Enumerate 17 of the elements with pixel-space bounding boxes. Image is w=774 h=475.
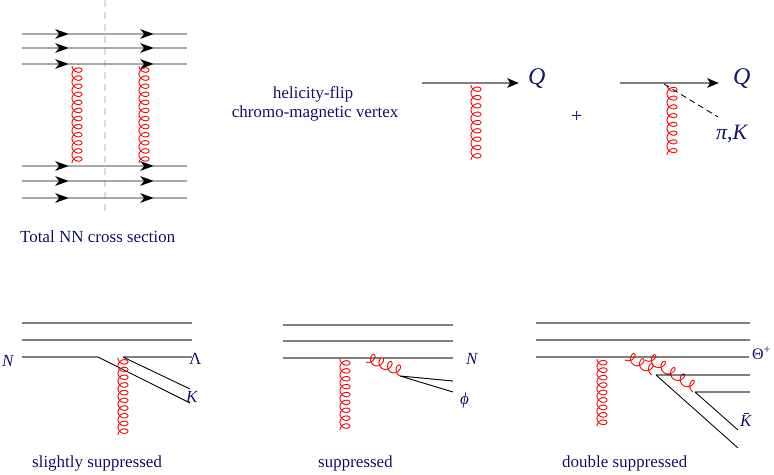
vertex-label: chromo-magnetic vertex (230, 102, 400, 122)
plus-sign: + (571, 104, 582, 129)
particle-label: Λ (189, 348, 202, 370)
particle-label: ϕ (460, 388, 469, 410)
particle-label: N (466, 348, 478, 370)
particle-label: Q (528, 63, 546, 92)
vertex-label: helicity-flip (272, 82, 354, 104)
caption: suppressed (318, 451, 393, 472)
particle-label: Θ$^{+}$ (752, 345, 770, 365)
particle-label: K̄ (740, 410, 752, 432)
caption: Total NN cross section (20, 226, 176, 248)
particle-label: Q (733, 63, 750, 92)
caption: double suppressed (562, 451, 688, 472)
caption: slightly suppressed (32, 451, 162, 472)
particle-label: K (186, 386, 198, 408)
particle-label: π,K (716, 118, 748, 146)
particle-label: N (2, 350, 14, 372)
